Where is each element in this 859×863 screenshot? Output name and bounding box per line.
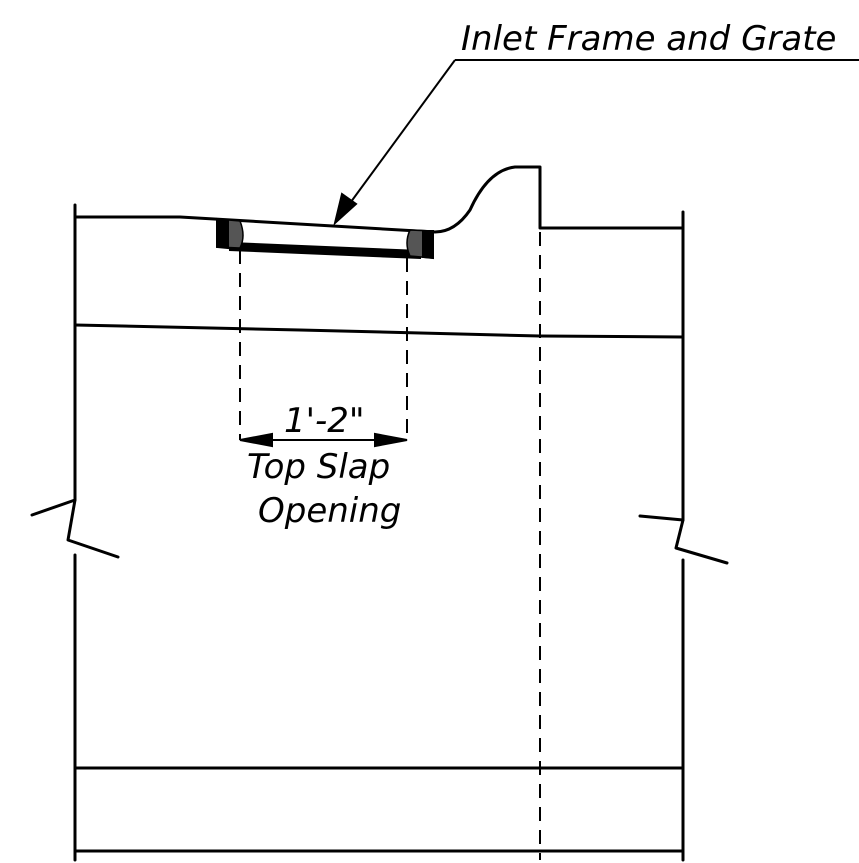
- dimension-arrow-right: [374, 432, 408, 448]
- dimension-arrow-left: [239, 432, 273, 448]
- right-break-symbol: [638, 514, 729, 565]
- dimension-caption-line2: Opening: [258, 491, 401, 531]
- callout-label: Inlet Frame and Grate: [461, 19, 836, 59]
- dimension-caption-line1: Top Slap: [247, 447, 390, 487]
- frame-left-outline: [216, 217, 229, 250]
- slab-bottom-line: [73, 323, 685, 339]
- grate-bottom-bar: [229, 241, 421, 260]
- top-surface-line: [73, 165, 685, 234]
- callout-arrowhead: [333, 192, 358, 226]
- dimension-value: 1'-2": [284, 401, 365, 441]
- left-break-symbol: [30, 498, 120, 559]
- callout-leader-line: [344, 59, 456, 211]
- frame-right-outline: [422, 230, 434, 260]
